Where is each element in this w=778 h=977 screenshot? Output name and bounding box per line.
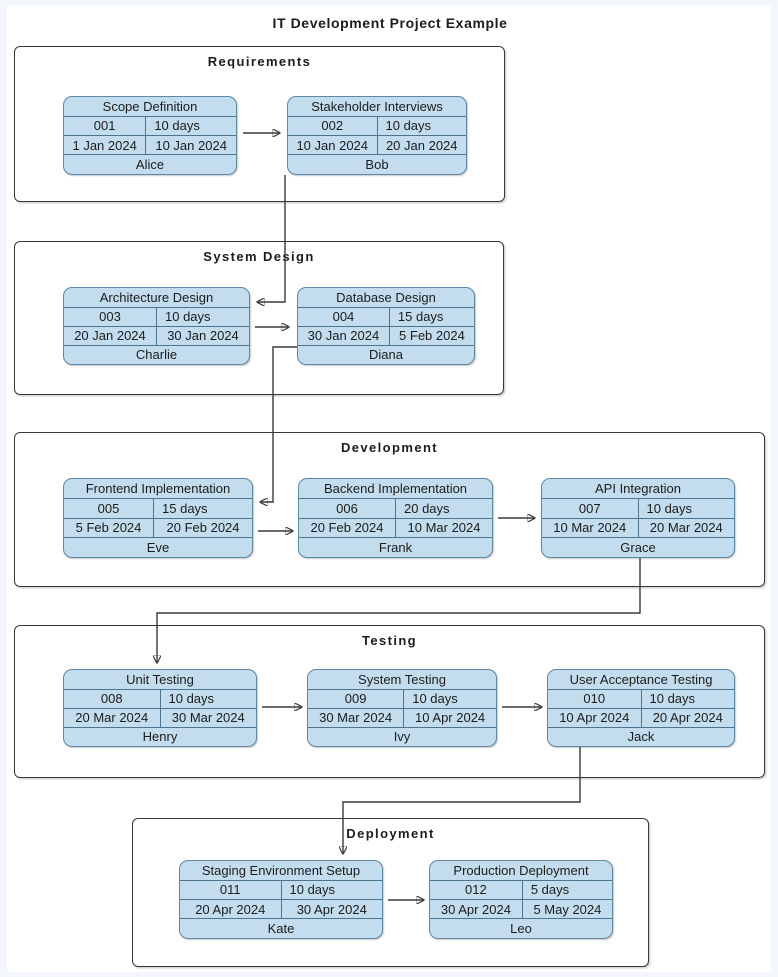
task-name: API Integration bbox=[542, 479, 734, 499]
task-assignee: Frank bbox=[299, 537, 492, 557]
task-name: Stakeholder Interviews bbox=[288, 97, 466, 117]
task-name: Staging Environment Setup bbox=[180, 861, 382, 881]
task-assignee: Ivy bbox=[308, 726, 496, 746]
task-end-date: 30 Apr 2024 bbox=[280, 898, 382, 920]
task-start-date: 20 Apr 2024 bbox=[180, 898, 282, 920]
task-duration: 10 days bbox=[145, 115, 236, 137]
task-end-date: 30 Mar 2024 bbox=[159, 707, 256, 728]
phase-title-system-design: System Design bbox=[203, 249, 315, 264]
task-duration: 10 days bbox=[376, 115, 466, 137]
task-duration: 10 days bbox=[280, 879, 382, 901]
task-name: Unit Testing bbox=[64, 670, 256, 690]
task-id: 010 bbox=[548, 688, 642, 709]
task-assignee: Leo bbox=[430, 918, 612, 938]
task-assignee: Kate bbox=[180, 918, 382, 938]
task-end-date: 10 Mar 2024 bbox=[395, 517, 492, 538]
phase-title-development: Development bbox=[340, 440, 439, 455]
task-id: 011 bbox=[180, 879, 282, 901]
task-start-date: 30 Mar 2024 bbox=[308, 707, 405, 728]
task-end-date: 5 Feb 2024 bbox=[388, 325, 474, 346]
task-id: 002 bbox=[288, 115, 378, 137]
task-end-date: 10 Apr 2024 bbox=[403, 707, 496, 728]
task-name: Production Deployment bbox=[430, 861, 612, 881]
task-name: System Testing bbox=[308, 670, 496, 690]
task-name: Database Design bbox=[298, 288, 474, 308]
task-id: 009 bbox=[308, 688, 405, 709]
task-duration: 10 days bbox=[403, 688, 496, 709]
task-name: User Acceptance Testing bbox=[548, 670, 734, 690]
phase-title-testing: Testing bbox=[361, 633, 418, 648]
task-assignee: Eve bbox=[64, 537, 252, 557]
task-end-date: 30 Jan 2024 bbox=[156, 325, 249, 346]
task-name: Backend Implementation bbox=[299, 479, 492, 499]
task-duration: 10 days bbox=[159, 688, 256, 709]
task-assignee: Grace bbox=[542, 537, 734, 557]
task-duration: 5 days bbox=[521, 879, 612, 901]
task-start-date: 30 Jan 2024 bbox=[298, 325, 390, 346]
phase-title-deployment: Deployment bbox=[346, 826, 435, 841]
task-duration: 10 days bbox=[156, 306, 249, 327]
task-duration: 15 days bbox=[153, 498, 252, 519]
task-id: 003 bbox=[64, 306, 157, 327]
task-end-date: 20 Feb 2024 bbox=[153, 517, 252, 538]
task-start-date: 20 Jan 2024 bbox=[64, 325, 157, 346]
task-assignee: Charlie bbox=[64, 344, 249, 364]
task-assignee: Jack bbox=[548, 726, 734, 746]
task-start-date: 20 Feb 2024 bbox=[299, 517, 396, 538]
task-assignee: Bob bbox=[288, 154, 466, 174]
task-end-date: 20 Mar 2024 bbox=[637, 517, 734, 538]
task-start-date: 1 Jan 2024 bbox=[64, 134, 147, 156]
task-end-date: 5 May 2024 bbox=[521, 898, 612, 920]
task-assignee: Alice bbox=[64, 154, 236, 174]
task-start-date: 10 Jan 2024 bbox=[288, 134, 378, 156]
task-start-date: 5 Feb 2024 bbox=[64, 517, 155, 538]
task-id: 005 bbox=[64, 498, 155, 519]
task-id: 012 bbox=[430, 879, 523, 901]
task-id: 007 bbox=[542, 498, 639, 519]
task-duration: 20 days bbox=[395, 498, 492, 519]
task-start-date: 10 Apr 2024 bbox=[548, 707, 642, 728]
task-name: Frontend Implementation bbox=[64, 479, 252, 499]
task-duration: 15 days bbox=[388, 306, 474, 327]
task-duration: 10 days bbox=[637, 498, 734, 519]
task-id: 004 bbox=[298, 306, 390, 327]
task-assignee: Henry bbox=[64, 726, 256, 746]
diagram-title: IT Development Project Example bbox=[272, 15, 508, 31]
task-id: 006 bbox=[299, 498, 396, 519]
task-assignee: Diana bbox=[298, 344, 474, 364]
task-id: 008 bbox=[64, 688, 161, 709]
task-id: 001 bbox=[64, 115, 147, 137]
phase-title-requirements: Requirements bbox=[207, 54, 312, 69]
task-duration: 10 days bbox=[640, 688, 734, 709]
task-start-date: 10 Mar 2024 bbox=[542, 517, 639, 538]
task-start-date: 30 Apr 2024 bbox=[430, 898, 523, 920]
task-start-date: 20 Mar 2024 bbox=[64, 707, 161, 728]
task-end-date: 10 Jan 2024 bbox=[145, 134, 236, 156]
task-name: Architecture Design bbox=[64, 288, 249, 308]
task-end-date: 20 Jan 2024 bbox=[376, 134, 466, 156]
task-name: Scope Definition bbox=[64, 97, 236, 117]
task-end-date: 20 Apr 2024 bbox=[640, 707, 734, 728]
